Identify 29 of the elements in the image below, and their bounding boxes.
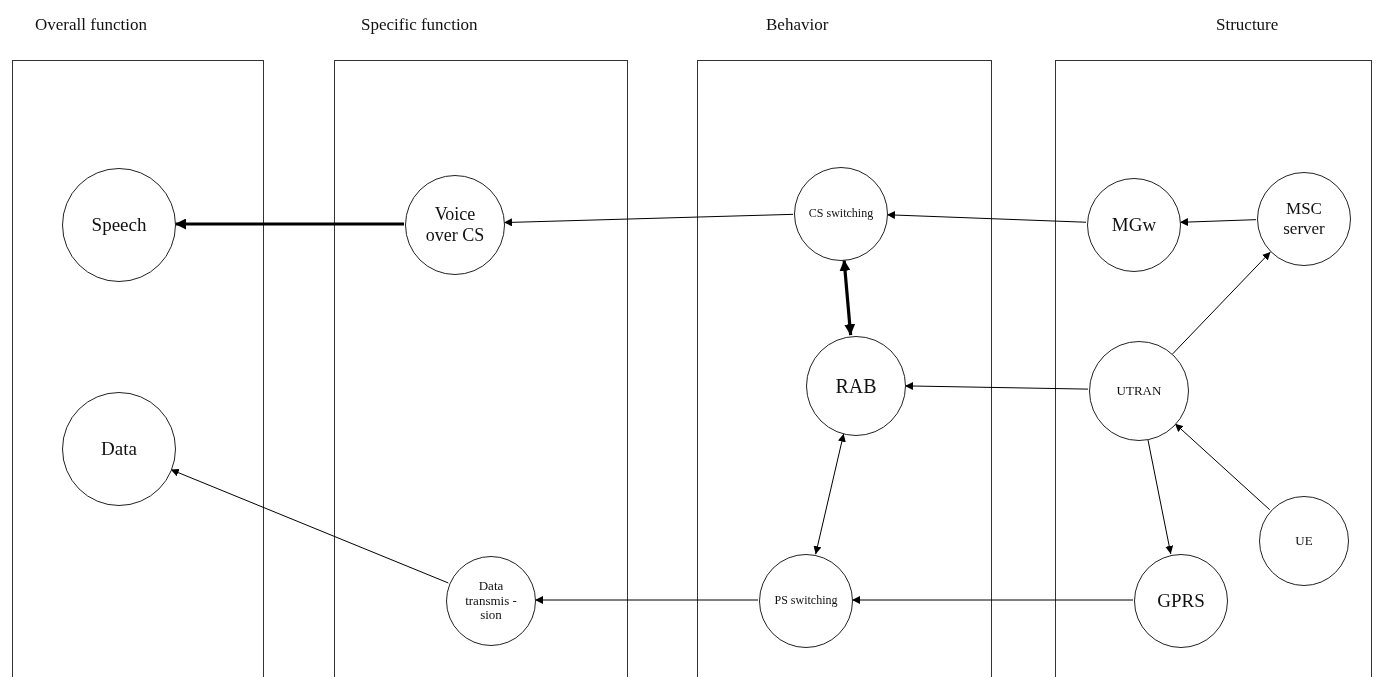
node-label: RAB	[835, 374, 877, 398]
arrow	[813, 433, 846, 555]
node-label: Voice over CS	[424, 204, 486, 246]
arrow	[175, 218, 404, 230]
arrow	[886, 211, 1087, 223]
arrow	[1147, 438, 1174, 555]
arrow	[904, 382, 1089, 390]
column-heading: Overall function	[35, 15, 147, 35]
arrow	[851, 596, 1134, 604]
node-label: MSC server	[1282, 199, 1326, 239]
arrow	[1179, 218, 1257, 227]
arrow	[839, 259, 856, 336]
node-label: UE	[1295, 533, 1313, 549]
node-label: Speech	[91, 214, 147, 236]
node-label: GPRS	[1157, 590, 1205, 612]
arrow	[534, 596, 759, 604]
arrow	[503, 213, 794, 227]
arrow	[170, 468, 449, 584]
node-label: CS switching	[808, 207, 874, 221]
node-label: MGw	[1111, 214, 1157, 236]
node-label: Data	[101, 438, 137, 460]
column-heading: Structure	[1216, 15, 1279, 35]
node-label: Data transmis -sion	[464, 578, 518, 624]
node-label: PS switching	[774, 594, 838, 608]
node-label: UTRAN	[1116, 383, 1162, 399]
arrow	[1174, 423, 1271, 511]
column-heading: Specific function	[361, 15, 478, 35]
arrow	[1172, 251, 1271, 355]
column-heading: Behavior	[766, 15, 829, 35]
